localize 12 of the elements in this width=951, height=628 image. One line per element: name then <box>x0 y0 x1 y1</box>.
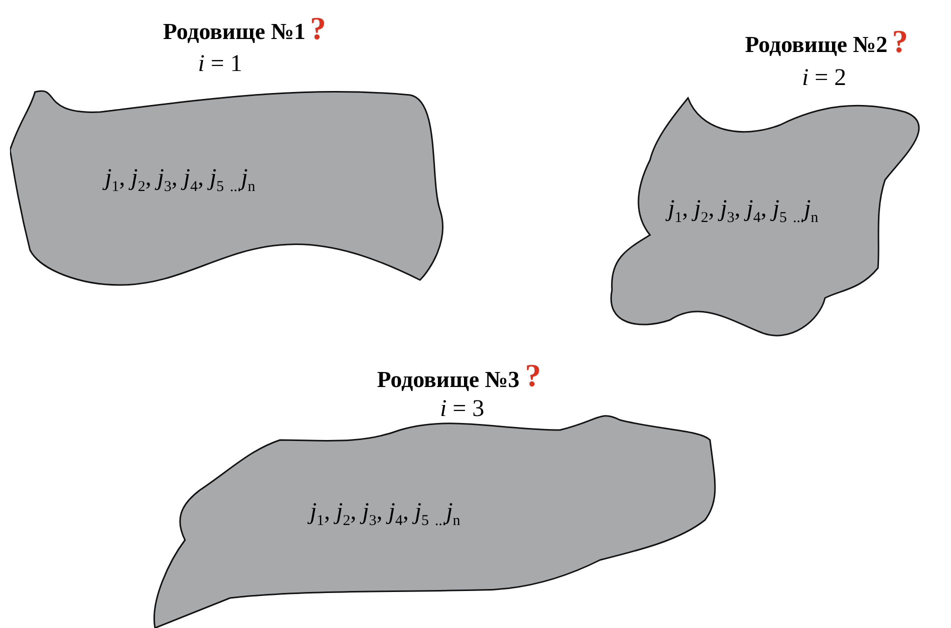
question-mark: ? <box>892 25 908 57</box>
well-list: j$_{1}$, j$_{2}$, j$_{3}$, j$_{4}$, j$_{5}$ $_{...}$j$_{n}$ <box>310 500 460 529</box>
question-mark: ? <box>525 359 541 391</box>
index-label: i = 3 <box>440 397 484 421</box>
field-title: Родовище №2 <box>745 33 888 56</box>
index-label: i = 1 <box>198 52 242 76</box>
field-title: Родовище №1 <box>163 20 306 43</box>
well-list: j$_{1}$, j$_{2}$, j$_{3}$, j$_{4}$, j$_{5}$ $_{...}$j$_{n}$ <box>105 166 256 195</box>
index-label: i = 2 <box>802 66 846 90</box>
well-list: j$_{1}$, j$_{2}$, j$_{3}$, j$_{4}$, j$_{5}$ $_{...}$j$_{n}$ <box>668 197 818 226</box>
field-title: Родовище №3 <box>377 368 520 391</box>
question-mark: ? <box>310 12 326 44</box>
